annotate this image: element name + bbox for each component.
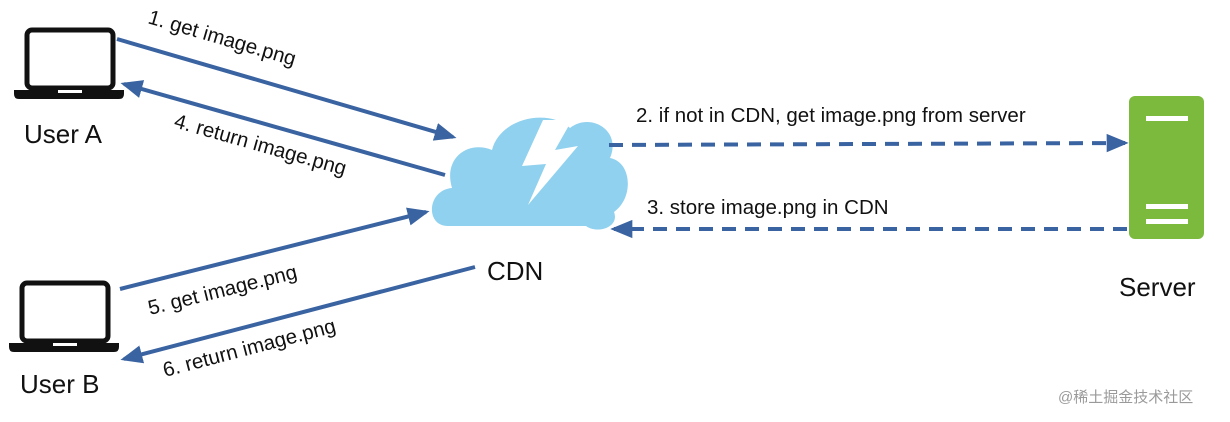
user-a-laptop-icon: [14, 27, 124, 99]
cdn-label: CDN: [487, 256, 543, 286]
edge-label-step4: 4. return image.png: [172, 110, 349, 181]
cdn-cloud-icon: [431, 117, 628, 230]
arrow-step1: [116, 37, 457, 141]
lightning-icon: [522, 120, 578, 205]
edge-label-step2: 2. if not in CDN, get image.png from ser…: [636, 104, 1026, 127]
arrow-step4: [120, 80, 446, 177]
arrow-step6: [120, 265, 476, 364]
user-b-label: User B: [20, 369, 99, 399]
user-a-label: User A: [24, 119, 103, 149]
edge-label-step1: 1. get image.png: [146, 6, 299, 71]
edge-label-step3: 3. store image.png in CDN: [647, 196, 889, 219]
arrow-step5: [119, 207, 430, 291]
server-label: Server: [1119, 272, 1196, 302]
edge-label-step5: 5. get image.png: [146, 261, 300, 320]
user-b-laptop-icon: [9, 280, 119, 352]
watermark-text: @稀土掘金技术社区: [1058, 389, 1193, 406]
arrow-step2: [608, 133, 1129, 153]
server-icon: [1129, 96, 1204, 239]
